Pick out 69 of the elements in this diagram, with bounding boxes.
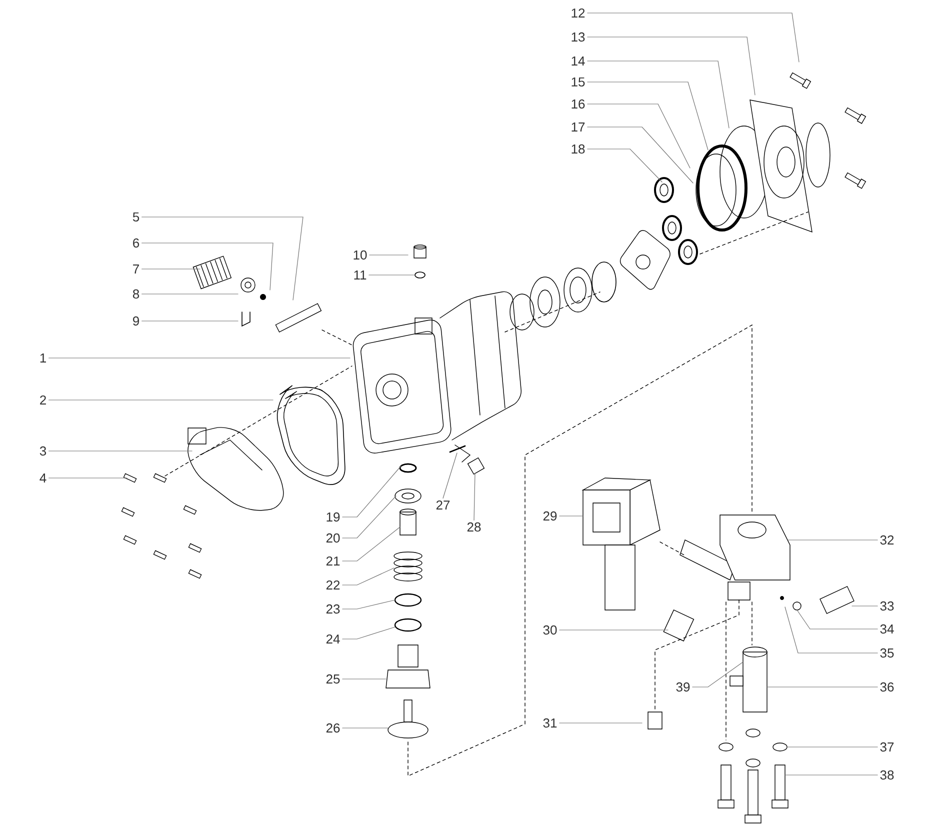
callout-number: 16 <box>572 99 585 109</box>
callout-number: 36 <box>880 682 894 692</box>
leader-line <box>142 268 200 270</box>
callout-number: 4 <box>40 474 46 482</box>
callout-number: 17 <box>572 122 585 132</box>
callout-number: 9 <box>133 316 139 326</box>
callout-number: 14 <box>572 56 585 66</box>
leader-line <box>342 678 386 680</box>
leader-line <box>368 274 414 276</box>
callout-number: 18 <box>572 144 585 154</box>
callout-number: 31 <box>543 718 557 728</box>
callout-number: 27 <box>436 500 450 510</box>
leader-line <box>342 466 402 518</box>
leader-line <box>587 36 756 96</box>
callout-number: 15 <box>572 77 585 87</box>
leader-line <box>369 254 408 256</box>
callout-number: 29 <box>543 511 557 521</box>
callout-number: 33 <box>880 601 894 611</box>
leader-line <box>587 126 694 184</box>
callout-number: 10 <box>354 250 367 260</box>
leader-line <box>587 148 662 182</box>
leader-line <box>474 472 476 520</box>
callout-number: 35 <box>880 648 894 658</box>
callout-number: 24 <box>326 634 340 644</box>
leader-line <box>142 320 238 322</box>
callout-number: 21 <box>326 556 340 566</box>
leader-line <box>342 496 396 538</box>
leader-line <box>342 526 400 562</box>
callout-number: 13 <box>572 32 585 42</box>
callout-number: 38 <box>880 770 894 780</box>
leader-line <box>587 60 730 128</box>
leader-line <box>559 722 642 724</box>
leader-line <box>342 626 396 640</box>
callout-number: 34 <box>880 624 894 634</box>
leader-line <box>142 216 304 300</box>
leader-line <box>766 686 878 688</box>
callout-number: 19 <box>326 512 340 522</box>
leader-line <box>786 746 878 748</box>
callout-number: 25 <box>326 674 340 684</box>
callout-number: 32 <box>880 535 894 545</box>
callout-number: 8 <box>132 289 140 299</box>
callout-number: 3 <box>40 446 46 456</box>
callout-number: 22 <box>326 580 340 590</box>
leader-line <box>342 600 396 610</box>
leader-line <box>587 12 800 62</box>
callout-number: 20 <box>326 533 340 543</box>
callout-number: 11 <box>354 270 366 280</box>
leader-line <box>48 450 192 452</box>
leader-line <box>587 82 708 150</box>
callout-number: 1 <box>40 354 46 362</box>
leader-line <box>784 606 878 654</box>
callout-number: 2 <box>40 395 46 405</box>
callout-number: 28 <box>467 522 481 532</box>
callout-number: 6 <box>133 238 140 248</box>
callout-number: 7 <box>133 264 139 274</box>
callout-number: 39 <box>676 682 690 692</box>
callout-number: 12 <box>572 8 585 18</box>
leader-line <box>342 568 394 586</box>
leader-line <box>692 662 744 688</box>
callout-number: 26 <box>326 723 340 733</box>
callout-number: 5 <box>132 212 140 222</box>
leader-line <box>587 104 690 168</box>
callout-number: 23 <box>326 604 340 614</box>
callout-number: 30 <box>543 625 557 635</box>
callout-number: 37 <box>880 742 894 752</box>
leader-line <box>784 774 878 776</box>
leader-line <box>142 242 274 290</box>
leader-line <box>796 610 878 630</box>
leader-line <box>442 452 458 499</box>
